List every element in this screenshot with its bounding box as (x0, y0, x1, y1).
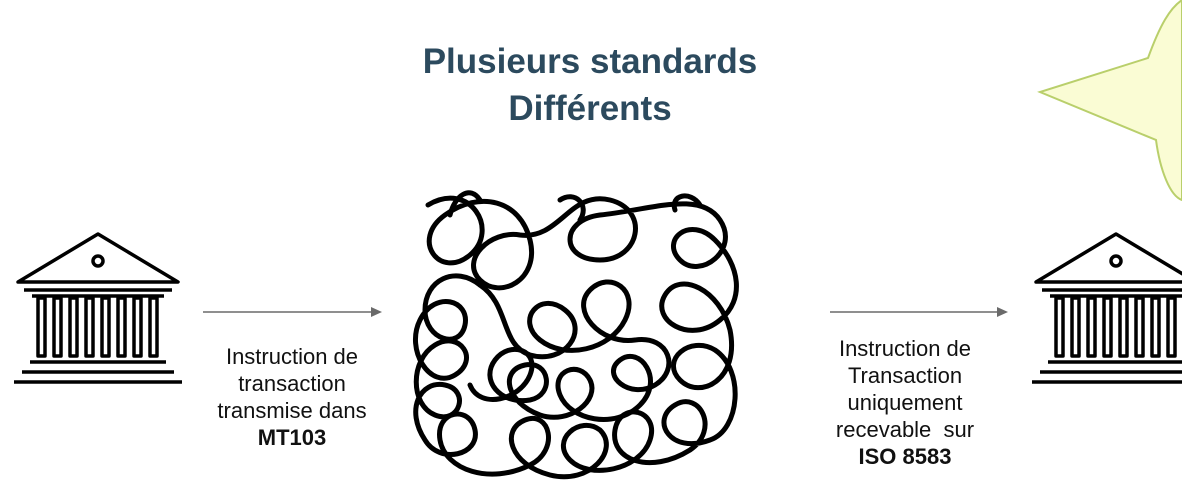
bank-building-icon-right (1032, 234, 1182, 382)
left-caption: Instruction de transaction transmise dan… (182, 343, 402, 451)
right-caption-line: Instruction de (790, 335, 1020, 362)
tangled-line-icon (415, 193, 736, 477)
right-caption-standard: ISO 8583 (790, 443, 1020, 470)
right-caption-line: recevable sur (790, 416, 1020, 443)
left-caption-line: Instruction de (182, 343, 402, 370)
title-line-1: Plusieurs standards (300, 38, 880, 85)
left-caption-line: transmise dans (182, 397, 402, 424)
arrow-left-to-tangle (203, 307, 382, 317)
right-caption-line: Transaction (790, 362, 1020, 389)
title-line-2: Différents (300, 85, 880, 132)
right-caption: Instruction de Transaction uniquement re… (790, 335, 1020, 470)
speech-callout (1040, 0, 1182, 200)
right-caption-line: uniquement (790, 389, 1020, 416)
page-title: Plusieurs standards Différents (300, 38, 880, 132)
left-caption-line: transaction (182, 370, 402, 397)
arrow-tangle-to-right (830, 307, 1008, 317)
left-caption-standard: MT103 (182, 424, 402, 451)
bank-building-icon-left (14, 234, 182, 382)
